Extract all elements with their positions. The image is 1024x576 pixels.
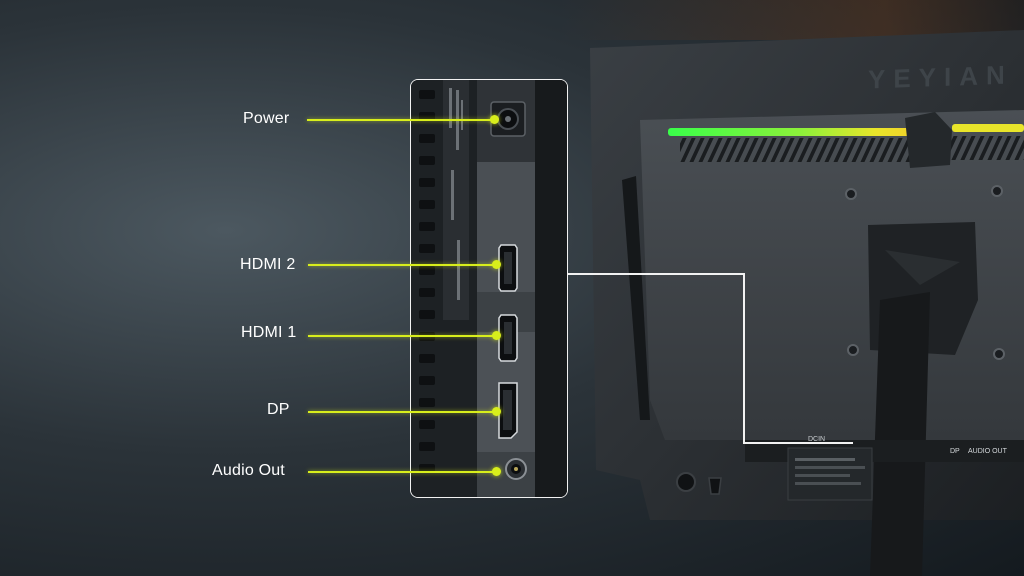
- connector-line-horizontal-top: [566, 273, 744, 275]
- monitor-brand-logo: YEYIAN: [868, 59, 1013, 95]
- port-label-hdmi-1: HDMI 1: [241, 324, 297, 341]
- port-label-dp: DP: [267, 401, 290, 418]
- port-label-hdmi-2: HDMI 2: [240, 256, 296, 273]
- port-label-audio-out: Audio Out: [212, 462, 285, 479]
- leader-line-dp: [308, 411, 496, 413]
- leader-dot-hdmi-1: [492, 331, 501, 340]
- leader-dot-hdmi-2: [492, 260, 501, 269]
- rear-label-audio-out: AUDIO OUT: [968, 448, 1007, 455]
- port-label-power: Power: [243, 110, 290, 127]
- connector-line-horizontal-bottom: [743, 442, 853, 444]
- leader-dot-dp: [492, 407, 501, 416]
- leader-line-hdmi-2: [308, 264, 496, 266]
- leader-dot-audio-out: [492, 467, 501, 476]
- leader-line-audio-out: [308, 471, 496, 473]
- port-zoom-panel: [410, 79, 568, 498]
- connector-line-vertical: [743, 273, 745, 443]
- rear-label-dp: DP: [950, 448, 960, 455]
- leader-dot-power: [490, 115, 499, 124]
- rear-label-dcin: DCIN: [808, 436, 826, 443]
- leader-line-power: [307, 119, 493, 121]
- port-panel-illustration: [411, 80, 567, 497]
- leader-line-hdmi-1: [308, 335, 496, 337]
